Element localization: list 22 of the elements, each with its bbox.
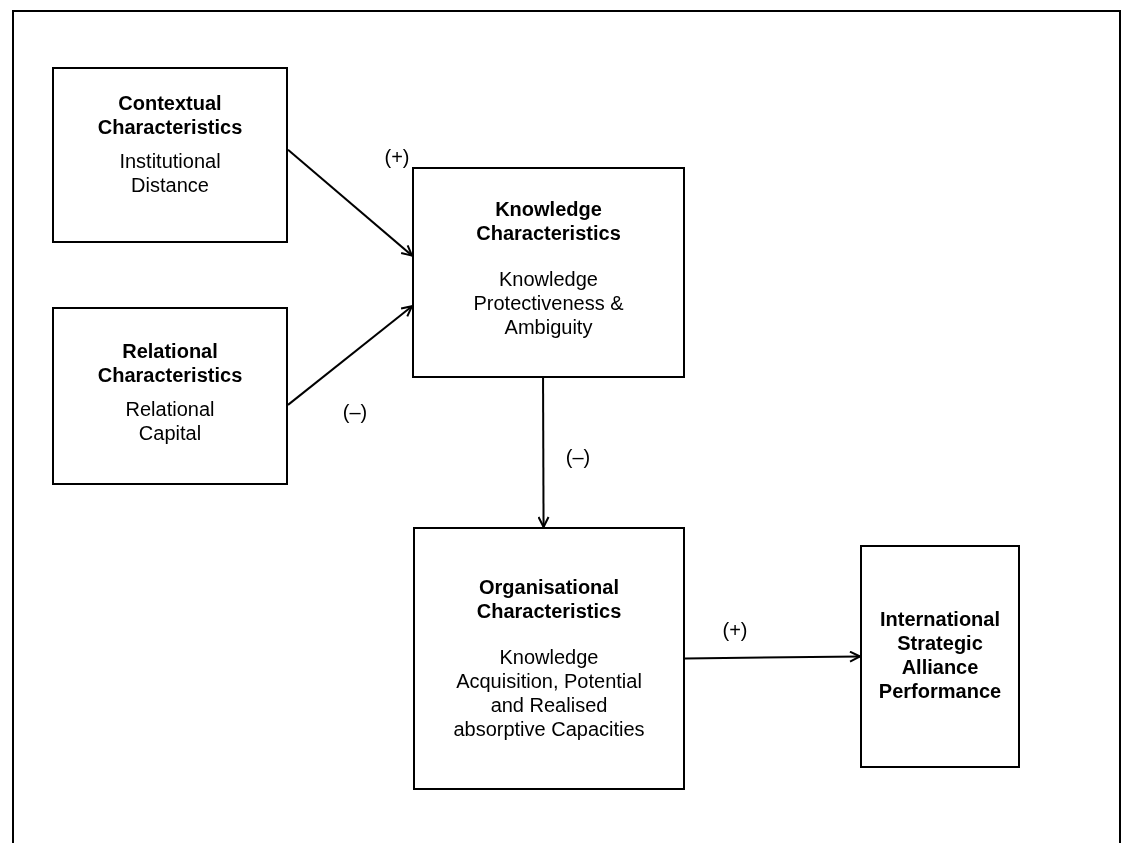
box-description: Knowledge Protectiveness & Ambiguity [472,267,625,339]
box-description: Institutional Distance [118,149,222,197]
process-box [413,527,685,790]
process-box [52,307,288,485]
edge-label: (+) [722,620,748,640]
process-box [412,167,685,378]
arrow [287,148,413,257]
edge-label: (–) [565,447,591,467]
box-heading: Knowledge Characteristics [475,197,622,245]
box-heading: International Strategic Alliance Performance [877,607,1003,703]
edge-label: (–) [342,402,368,422]
box-heading: Relational Characteristics [96,339,244,387]
arrow [684,650,861,663]
box-description: Relational Capital [124,397,216,445]
edge-label: (+) [384,147,410,167]
box-heading: Organisational Characteristics [475,575,623,623]
process-box [52,67,288,243]
box-description: Knowledge Acquisition, Potential and Realised absorptive Capacities [452,645,646,741]
process-box [860,545,1020,768]
box-heading: Contextual Characteristics [96,91,244,139]
arrow [287,305,413,406]
arrow [537,377,550,528]
